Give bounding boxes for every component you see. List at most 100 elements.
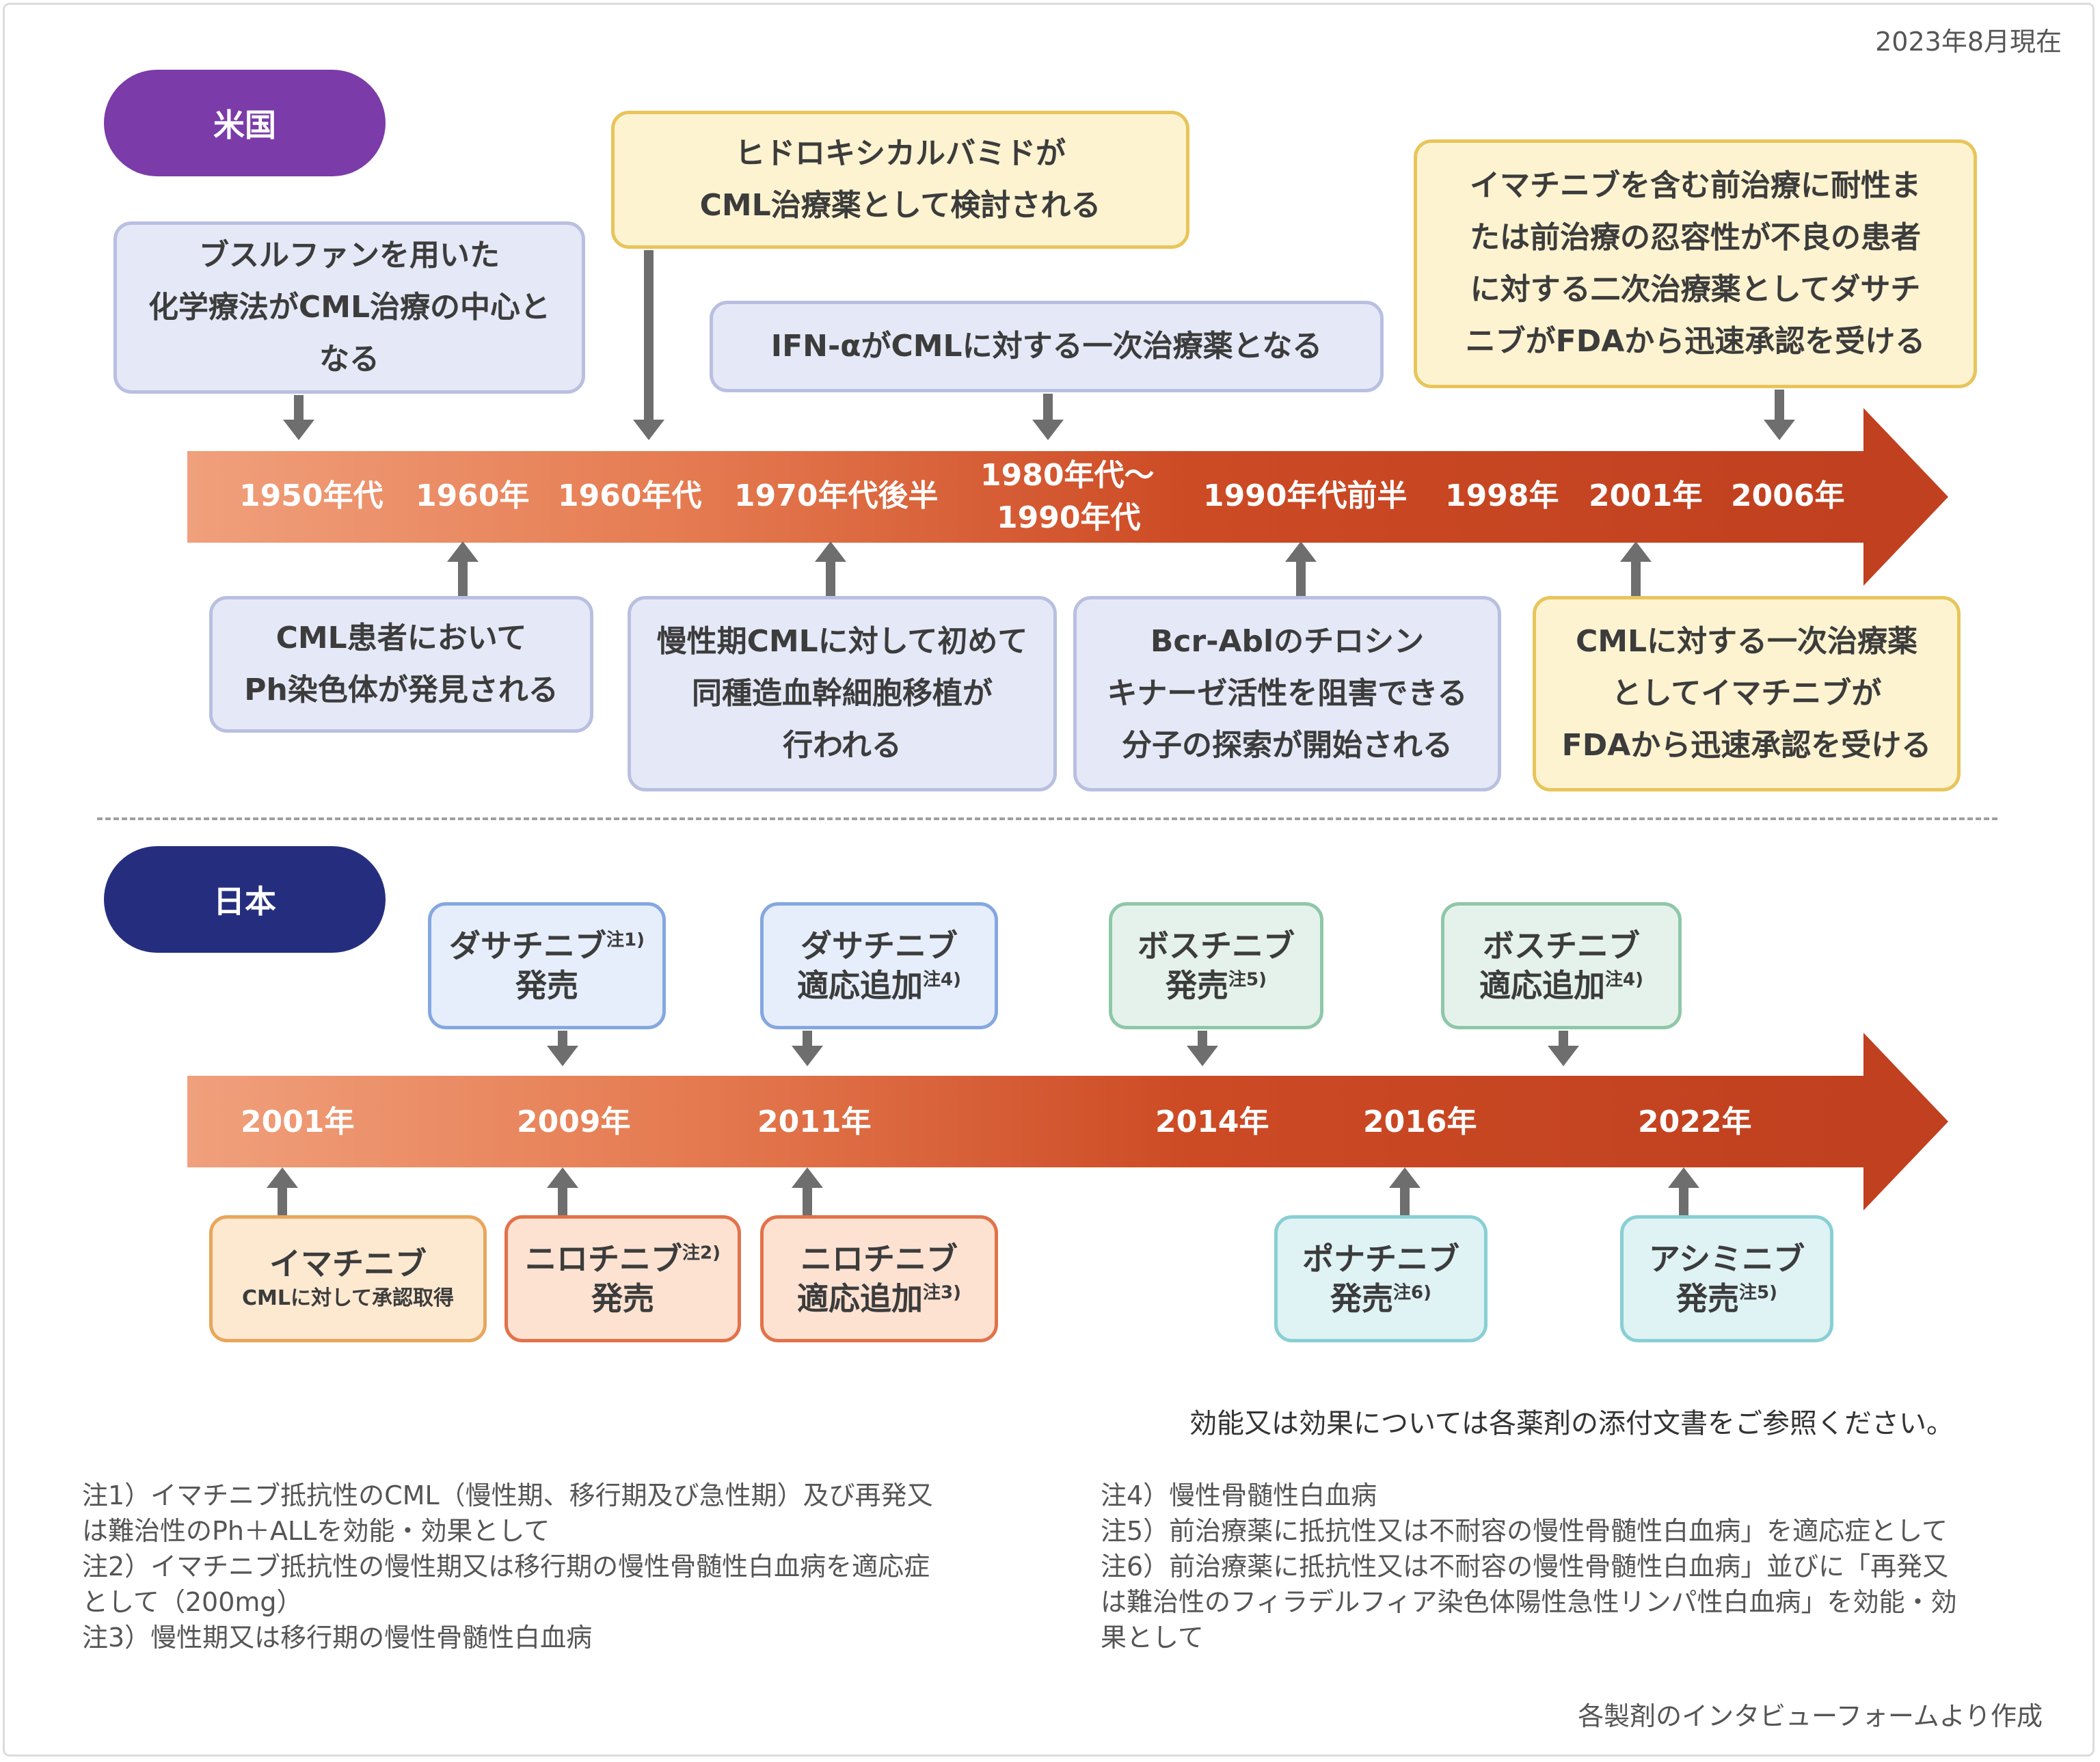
date-note: 2023年8月現在	[1875, 27, 2062, 57]
jp-connector-dasatinib	[558, 1031, 567, 1048]
jp-event-nilotinib-launch: ニロチニブ注2) 発売	[504, 1215, 741, 1342]
jp-arrow-dasatinib2	[792, 1046, 823, 1066]
jp-dasatinib-note: 注1)	[606, 930, 645, 951]
jp-connector-imatinib	[278, 1187, 287, 1215]
jp-asciminib-note: 注5)	[1739, 1282, 1777, 1303]
us-year-1980s: 1980年代〜	[980, 458, 1155, 493]
jp-bosutinib-note: 注5)	[1228, 969, 1267, 990]
jp-event-imatinib-approval: イマチニブ CMLに対して承認取得	[209, 1215, 487, 1342]
us-timeline-band	[187, 451, 1869, 543]
jp-ponatinib-name: ポナチニブ	[1302, 1241, 1459, 1277]
jp-imatinib-name: イマチニブ	[269, 1245, 427, 1282]
us-connector-ifn	[1043, 394, 1053, 422]
us-event-transplant-line1: 慢性期CMLに対して初めて	[656, 624, 1028, 659]
jp-dasatinib2-note: 注4)	[923, 969, 961, 990]
us-year-1990s: 1990年代	[997, 500, 1141, 535]
us-event-transplant: 慢性期CMLに対して初めて 同種造血幹細胞移植が 行われる	[628, 596, 1057, 791]
us-event-bcr-abl-line1: Bcr-Ablのチロシン	[1150, 624, 1425, 659]
jp-arrow-nilotinib2	[792, 1167, 823, 1188]
figure-frame	[3, 3, 2095, 1757]
us-event-hydroxycarbamide-line1: ヒドロキシカルバミドが	[735, 136, 1066, 171]
jp-connector-ponatinib	[1400, 1187, 1410, 1215]
us-arrow-ph	[447, 541, 479, 562]
jp-event-bosutinib-indication: ボスチニブ 適応追加注4)	[1441, 902, 1682, 1029]
jp-ponatinib-note: 注6)	[1393, 1282, 1431, 1303]
note-line-1: 注1）イマチニブ抵抗性のCML（慢性期、移行期及び急性期）及び再発又	[82, 1480, 933, 1510]
jp-asciminib-name: アシミニブ	[1648, 1241, 1805, 1277]
jp-event-bosutinib-launch: ボスチニブ 発売注5)	[1109, 902, 1323, 1029]
us-event-ph-chromosome: CML患者において Ph染色体が発見される	[209, 596, 593, 733]
jp-event-asciminib-launch: アシミニブ 発売注5)	[1620, 1215, 1833, 1342]
jp-nilotinib2-sub: 適応追加	[797, 1280, 923, 1317]
note-line-5: 注3）慢性期又は移行期の慢性骨髄性白血病	[82, 1623, 593, 1653]
us-arrow-busulfan	[283, 420, 314, 440]
us-arrow-hydroxycarbamide	[633, 420, 664, 440]
us-event-ph-line2: Ph染色体が発見される	[244, 673, 558, 707]
us-arrow-dasatinib	[1764, 420, 1795, 440]
us-event-dasatinib-fda-line1: イマチニブを含む前治療に耐性ま	[1470, 168, 1921, 203]
jp-event-nilotinib-indication: ニロチニブ 適応追加注3)	[760, 1215, 998, 1342]
us-event-imatinib-fda-line1: CMLに対する一次治療薬	[1575, 624, 1918, 659]
us-arrow-ifn	[1032, 420, 1064, 440]
jp-bosutinib2-name: ボスチニブ	[1483, 927, 1640, 964]
note-line-10: 果として	[1101, 1623, 1204, 1653]
us-event-bcr-abl-line2: キナーゼ活性を阻害できる	[1107, 676, 1468, 711]
jp-year-2016: 2016年	[1363, 1104, 1477, 1139]
us-event-imatinib-fda: CMLに対する一次治療薬 としてイマチニブが FDAから迅速承認を受ける	[1533, 596, 1961, 791]
us-arrow-bcr-abl	[1285, 541, 1317, 562]
jp-arrow-nilotinib	[547, 1167, 578, 1188]
jp-arrow-bosutinib	[1187, 1046, 1218, 1066]
jp-connector-bosutinib2	[1559, 1031, 1568, 1048]
jp-arrow-bosutinib2	[1548, 1046, 1579, 1066]
note-line-2: は難治性のPh＋ALLを効能・効果として	[82, 1516, 550, 1546]
disclaimer: 効能又は効果については各薬剤の添付文書をご参照ください。	[1189, 1408, 1954, 1439]
jp-nilotinib2-note: 注3)	[923, 1282, 961, 1303]
us-connector-imatinib-fda	[1631, 560, 1641, 596]
us-event-busulfan-line2: 化学療法がCML治療の中心と	[148, 290, 551, 325]
jp-dasatinib2-name: ダサチニブ	[800, 927, 958, 964]
us-year-1998: 1998年	[1445, 478, 1559, 513]
us-event-ph-line1: CML患者において	[275, 621, 527, 655]
us-year-early-1990s: 1990年代前半	[1203, 478, 1408, 513]
us-event-dasatinib-fda-line4: ニブがFDAから迅速承認を受ける	[1465, 324, 1926, 359]
us-event-imatinib-fda-line2: としてイマチニブが	[1611, 676, 1882, 711]
jp-imatinib-sub: CMLに対して承認取得	[241, 1286, 455, 1310]
us-year-1960s: 1960年代	[558, 478, 702, 513]
jp-timeline-arrowhead	[1863, 1033, 1948, 1210]
us-connector-busulfan	[294, 395, 304, 422]
us-event-ifn-line1: IFN-αがCMLに対する一次治療薬となる	[770, 329, 1323, 364]
us-event-dasatinib-fda: イマチニブを含む前治療に耐性ま たは前治療の忍容性が不良の患者 に対する二次治療…	[1414, 139, 1977, 388]
us-event-busulfan: ブスルファンを用いた 化学療法がCML治療の中心と なる	[113, 221, 585, 394]
jp-asciminib-sub: 発売	[1676, 1280, 1739, 1317]
us-event-busulfan-line3: なる	[319, 342, 379, 377]
notes-left: 注1）イマチニブ抵抗性のCML（慢性期、移行期及び急性期）及び再発又 は難治性の…	[82, 1478, 933, 1655]
jp-bosutinib2-note: 注4)	[1605, 969, 1643, 990]
us-year-1950s: 1950年代	[239, 478, 383, 513]
us-event-busulfan-line1: ブスルファンを用いた	[199, 238, 500, 273]
us-event-transplant-line2: 同種造血幹細胞移植が	[692, 676, 993, 711]
jp-event-ponatinib-launch: ポナチニブ 発売注6)	[1274, 1215, 1488, 1342]
jp-dasatinib-sub: 発売	[515, 967, 578, 1004]
us-event-bcr-abl-line3: 分子の探索が開始される	[1122, 728, 1453, 763]
us-connector-hydroxycarbamide	[644, 250, 654, 422]
us-event-hydroxycarbamide: ヒドロキシカルバミドが CML治療薬として検討される	[611, 111, 1189, 249]
us-event-bcr-abl: Bcr-Ablのチロシン キナーゼ活性を阻害できる 分子の探索が開始される	[1073, 596, 1501, 791]
us-label: 米国	[104, 70, 386, 176]
us-connector-transplant	[826, 560, 835, 596]
jp-event-dasatinib-indication: ダサチニブ 適応追加注4)	[760, 902, 998, 1029]
jp-arrow-dasatinib	[547, 1046, 578, 1066]
us-year-late-1970s: 1970年代後半	[734, 478, 939, 513]
us-event-dasatinib-fda-line3: に対する二次治療薬としてダサチ	[1470, 272, 1921, 307]
jp-bosutinib-name: ボスチニブ	[1138, 927, 1295, 964]
us-event-dasatinib-fda-line2: たは前治療の忍容性が不良の患者	[1470, 220, 1921, 255]
jp-year-2014: 2014年	[1155, 1104, 1269, 1139]
us-arrow-transplant	[815, 541, 846, 562]
us-year-2006: 2006年	[1731, 478, 1845, 513]
us-event-transplant-line3: 行われる	[783, 728, 902, 763]
jp-event-dasatinib-launch: ダサチニブ注1) 発売	[428, 902, 666, 1029]
jp-ponatinib-sub: 発売	[1330, 1280, 1393, 1317]
note-line-8: 注6）前治療薬に抵抗性又は不耐容の慢性骨髄性白血病」並びに「再発又	[1101, 1551, 1949, 1582]
jp-arrow-asciminib	[1668, 1167, 1699, 1188]
note-line-9: は難治性のフィラデルフィア染色体陽性急性リンパ性白血病」を効能・効	[1101, 1587, 1957, 1617]
jp-connector-asciminib	[1679, 1187, 1688, 1215]
